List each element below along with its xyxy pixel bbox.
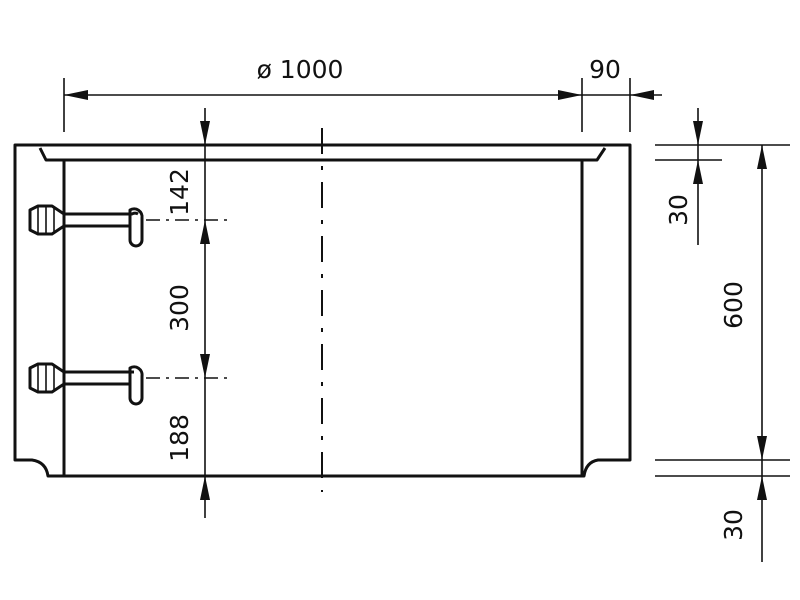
hole-position-dimensions: 142 300 188	[165, 108, 210, 518]
diameter-label: ø 1000	[257, 55, 344, 84]
arrowhead	[200, 354, 210, 378]
arrowhead	[200, 220, 210, 244]
lower-fitting	[28, 362, 230, 406]
arrowhead	[558, 90, 582, 100]
arrowhead	[757, 436, 767, 460]
arrowhead	[693, 160, 703, 184]
upper-fitting-pipe-top	[64, 211, 139, 216]
upper-fitting-nut	[28, 204, 66, 236]
arrowhead	[200, 476, 210, 500]
arrowhead	[200, 121, 210, 145]
rim-width-label: 90	[589, 55, 621, 84]
total-height-label: 600	[719, 281, 748, 329]
top-offset-label: 142	[165, 168, 194, 216]
arrowhead	[693, 121, 703, 145]
arrowhead	[757, 145, 767, 169]
upper-fitting	[28, 204, 230, 248]
top-rim-height-label: 30	[664, 194, 693, 226]
top-rim	[38, 147, 607, 162]
bottom-offset-label: 188	[165, 414, 194, 462]
hole-spacing-label: 300	[165, 284, 194, 332]
upper-fitting-elbow	[128, 207, 144, 248]
arrowhead	[757, 476, 767, 500]
bottom-rim-height-label: 30	[719, 509, 748, 541]
container-outline	[13, 143, 632, 478]
arrowhead	[630, 90, 654, 100]
height-dimensions: 30 600 30	[655, 108, 790, 562]
lower-fitting-nut	[28, 362, 66, 394]
arrowhead	[64, 90, 88, 100]
lower-fitting-elbow	[128, 365, 144, 406]
top-dimensions: ø 1000 90	[63, 55, 662, 132]
